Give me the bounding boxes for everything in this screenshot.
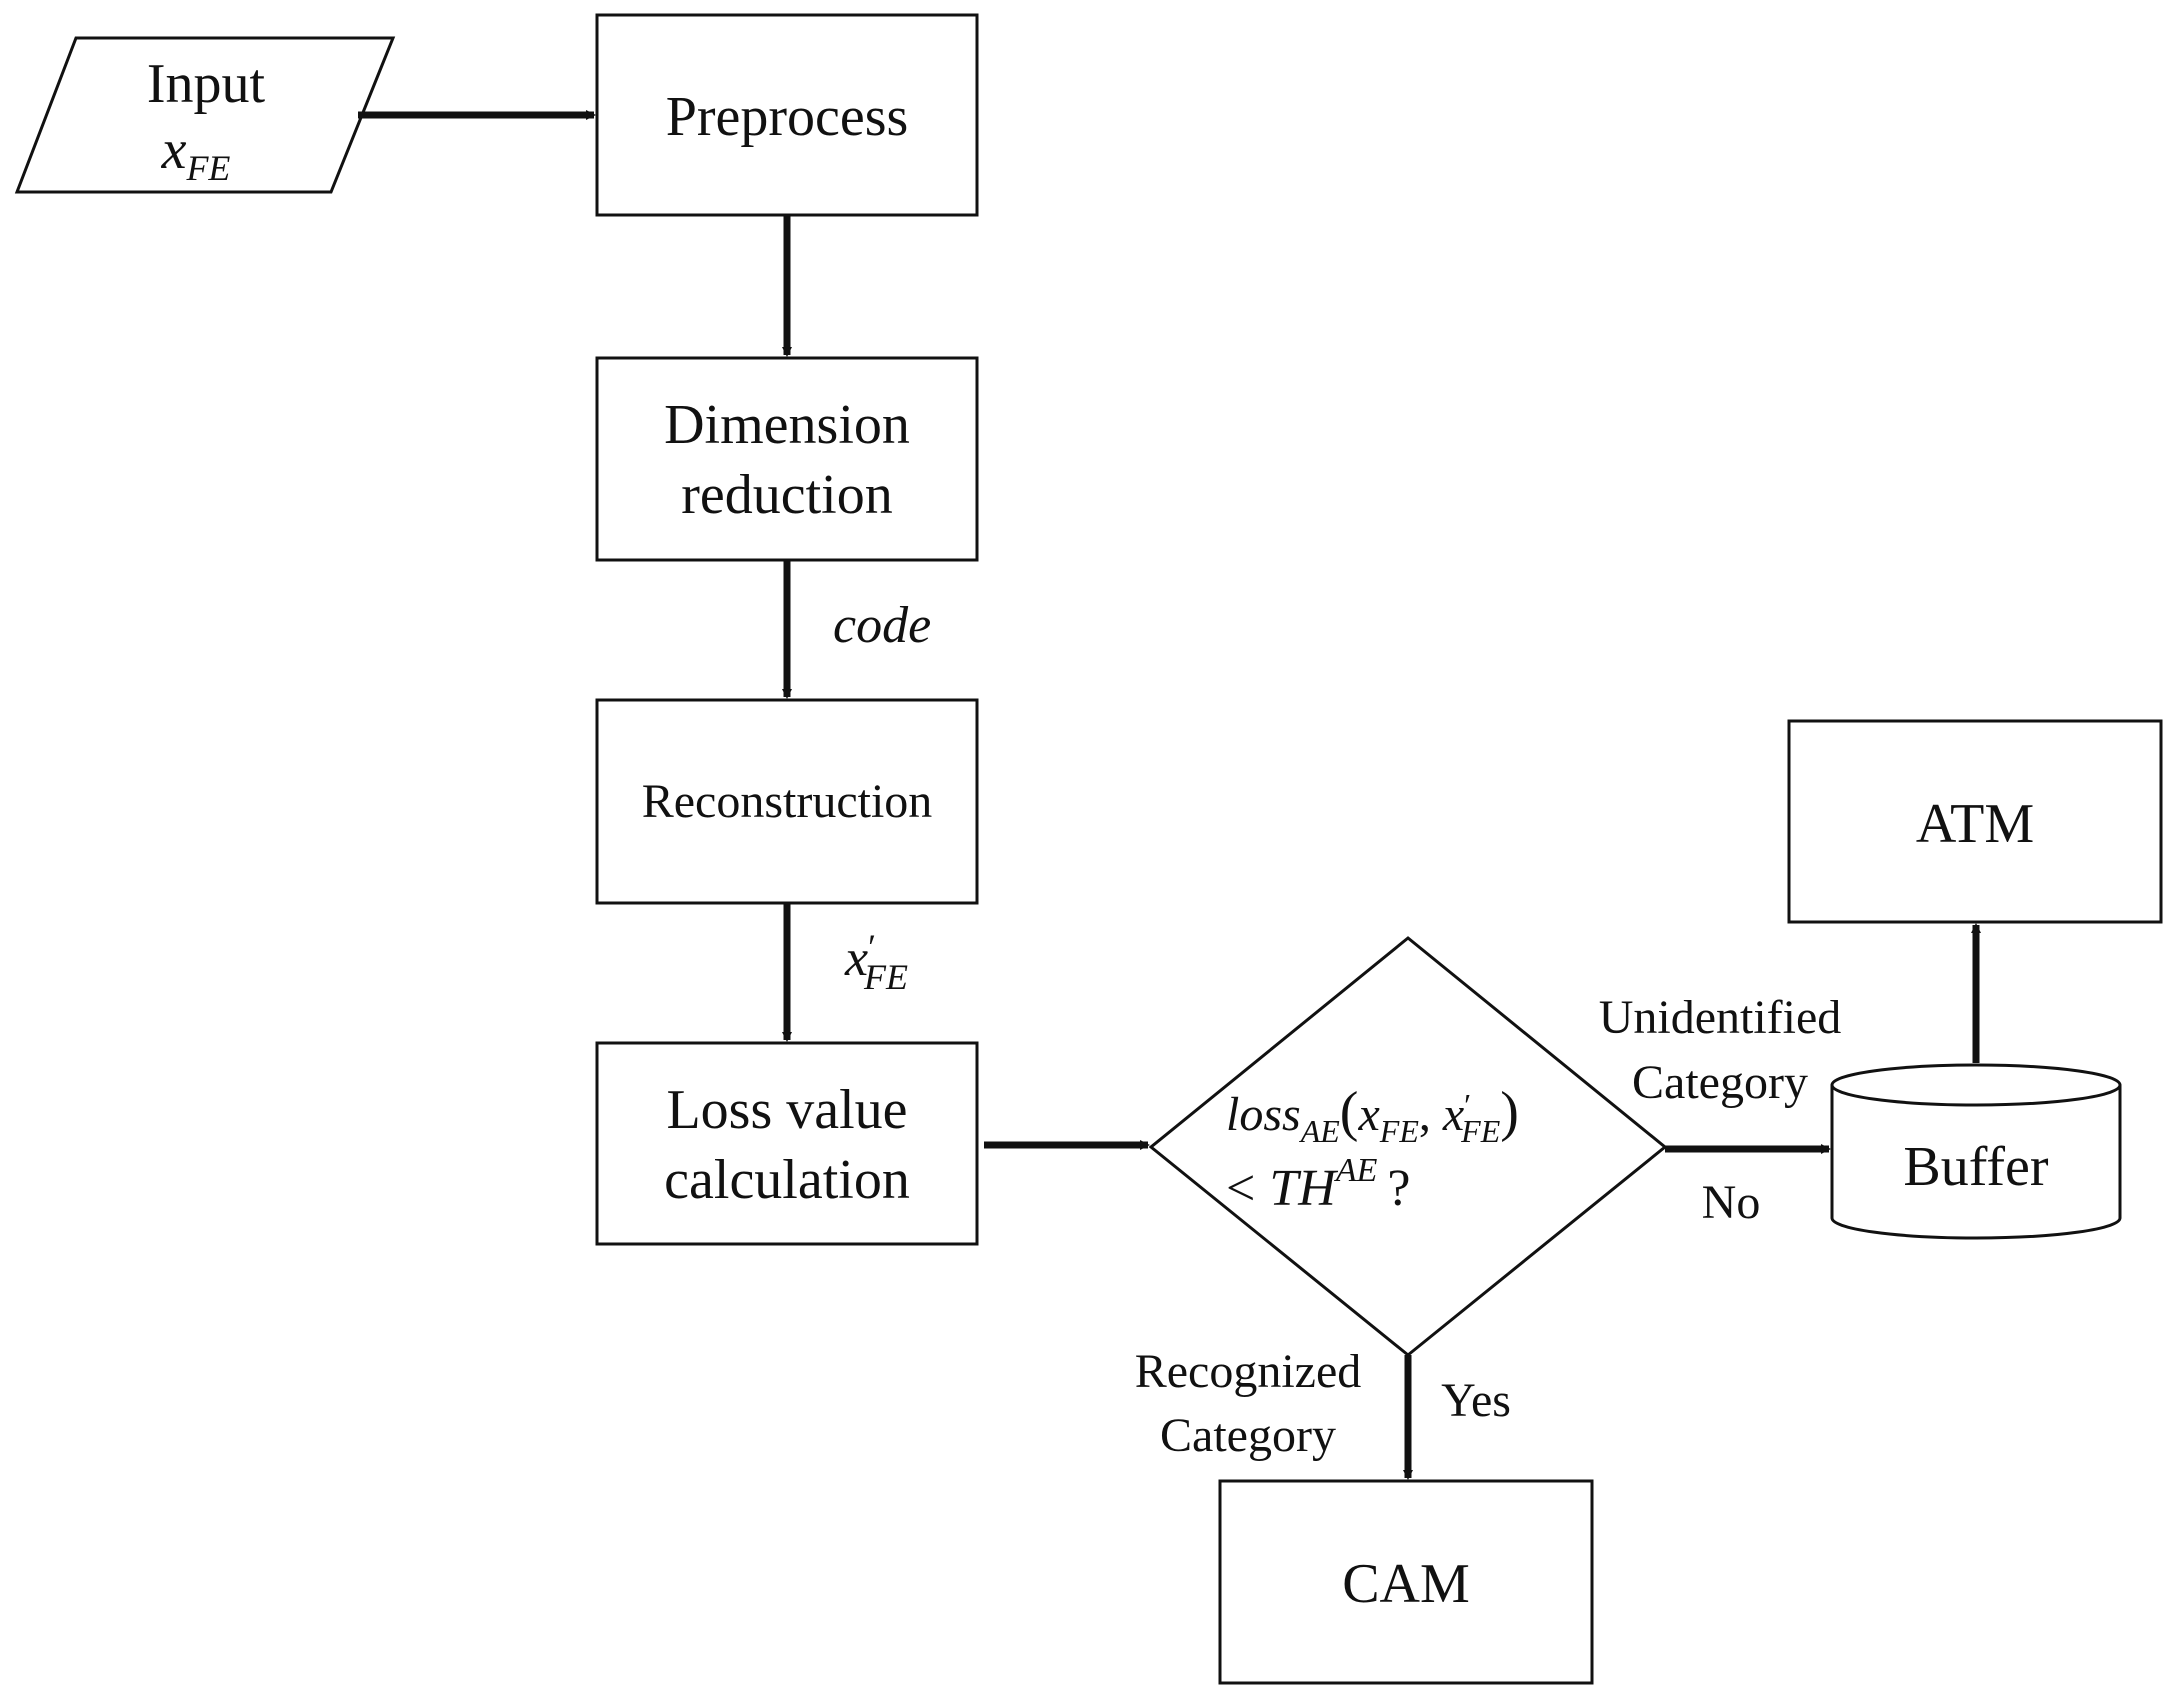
yes-branch-answer: Yes [1441,1374,1511,1427]
cam-node: CAM [1218,1479,1594,1685]
yes-branch-labels: Recognized Category Yes [1135,1345,1511,1462]
buffer-cylinder-body [1830,1085,2122,1240]
dimension-reduction-line1: Dimension [664,394,910,456]
decision-condition-line1: lossAE(xFE, x′FE) [1226,1081,1519,1149]
loss-calculation-line2: calculation [664,1149,910,1211]
yes-branch-line2: Category [1160,1409,1336,1462]
loss-calculation-box [595,1041,979,1246]
loss-calculation-line1: Loss value [666,1079,907,1141]
input-label: Input [147,53,266,115]
no-branch-answer: No [1702,1176,1761,1229]
buffer-label: Buffer [1903,1136,2048,1198]
edge-label-code: code [833,597,931,654]
reconstruction-node: Reconstruction [595,698,979,905]
input-shape [14,36,396,194]
atm-node: ATM [1787,719,2163,924]
preprocess-box [595,13,979,217]
atm-box [1787,719,2163,924]
dimension-reduction-node: Dimension reduction [595,356,979,562]
connectors [358,110,1981,1480]
loss-calculation-node: Loss value calculation [595,1041,979,1246]
no-branch-labels: Unidentified Category No [1599,991,1842,1229]
input-variable: xFE [161,119,231,188]
cam-box [1218,1479,1594,1685]
reconstruction-label: Reconstruction [642,775,933,828]
no-branch-line1: Unidentified [1599,991,1842,1044]
edge-label-x-prime: x′FE [844,927,908,997]
threshold-decision-node: lossAE(xFE, x′FE) <THAE? [1148,936,1668,1357]
dimension-reduction-box [595,356,979,562]
no-branch-line2: Category [1632,1056,1808,1109]
preprocess-label: Preprocess [666,86,909,148]
decision-condition-line2: <THAE? [1226,1152,1410,1217]
yes-branch-line1: Recognized [1135,1345,1362,1398]
input-node: Input xFE [14,36,396,194]
buffer-cylinder-top [1830,1063,2122,1107]
cam-label: CAM [1342,1553,1470,1615]
atm-label: ATM [1916,793,2034,855]
buffer-node: Buffer [1830,1063,2122,1240]
dimension-reduction-line2: reduction [681,464,892,526]
reconstruction-box [595,698,979,905]
preprocess-node: Preprocess [595,13,979,217]
